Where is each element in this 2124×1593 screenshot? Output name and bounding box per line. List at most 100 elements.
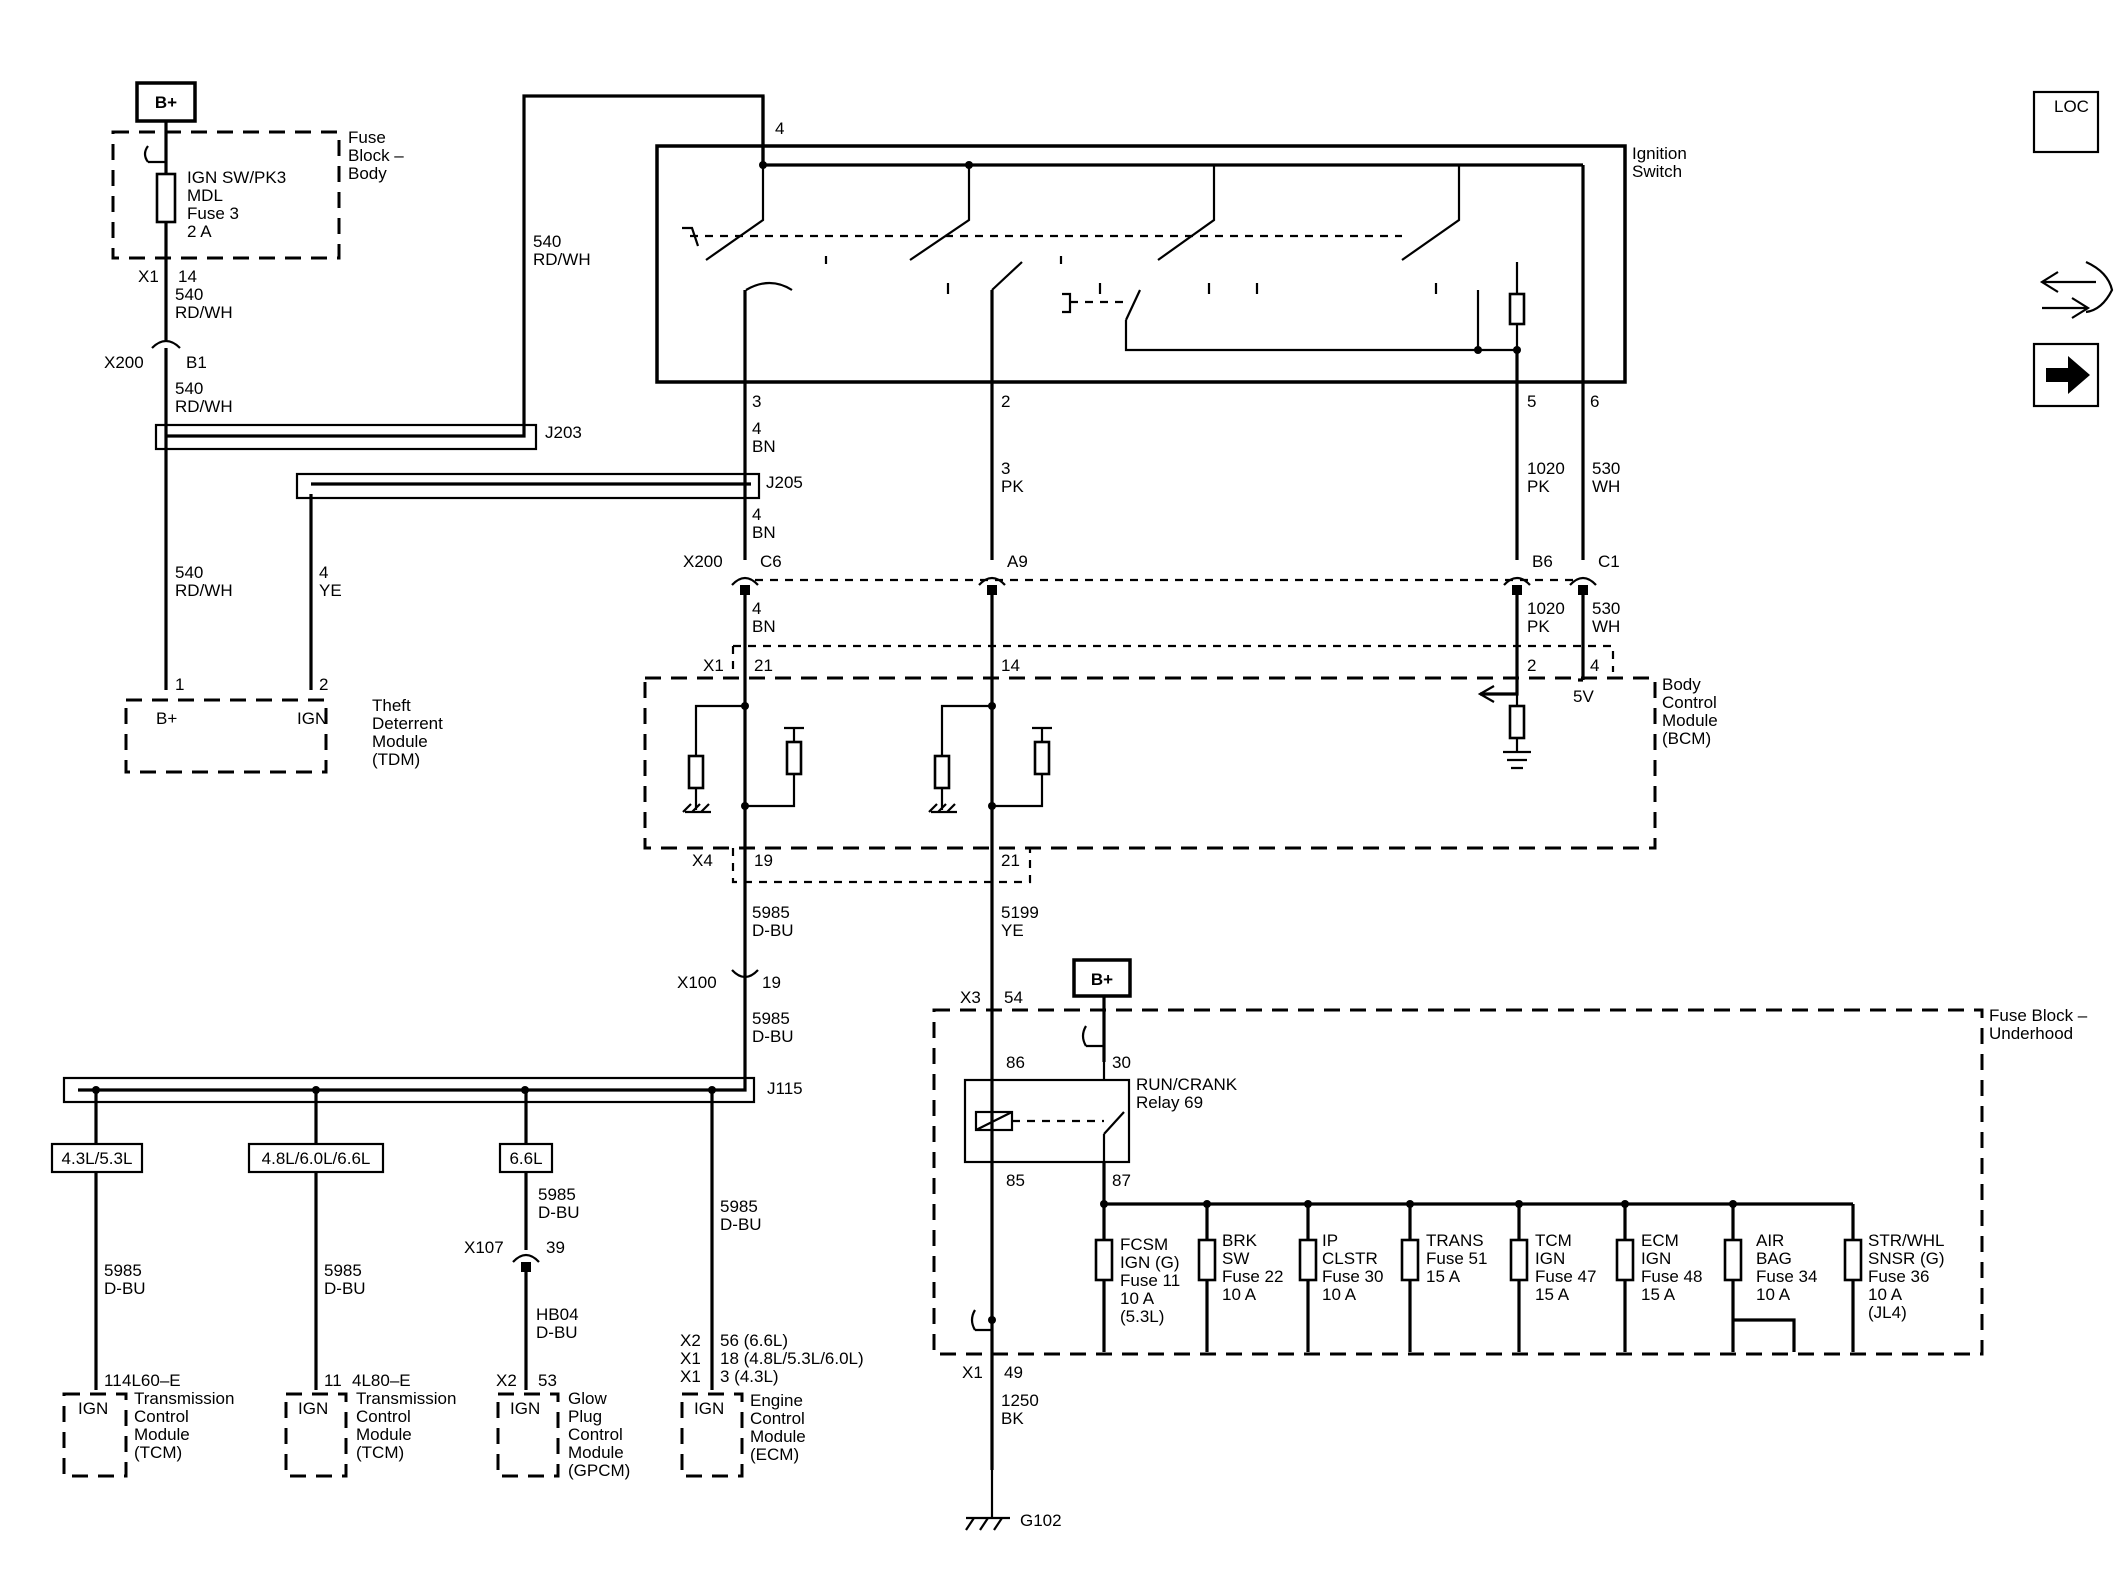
battery-underhood: B+ xyxy=(1072,958,1132,998)
svg-text:IP: IP xyxy=(1322,1231,1338,1250)
wire-5985-e-color: D-BU xyxy=(538,1203,580,1222)
svg-text:Underhood: Underhood xyxy=(1989,1024,2073,1043)
svg-text:15 A: 15 A xyxy=(1641,1285,1676,1304)
connector-x1-bcm-2: 2 xyxy=(1527,656,1536,675)
fuse-label-tcm-ign: TCM IGN Fuse 47 15 A xyxy=(1535,1231,1596,1304)
svg-text:Fuse 30: Fuse 30 xyxy=(1322,1267,1383,1286)
wire-5985-c-label: 5985 xyxy=(104,1261,142,1280)
svg-text:IGN: IGN xyxy=(1641,1249,1671,1268)
wire-hb04-color: D-BU xyxy=(536,1323,578,1342)
bcm-title: Body Control Module (BCM) xyxy=(1662,675,1718,748)
wire-1020-b-label: 1020 xyxy=(1527,599,1565,618)
svg-text:CLSTR: CLSTR xyxy=(1322,1249,1378,1268)
wire-4bn-a-label: 4 xyxy=(752,419,761,438)
connector-x200-c6: C6 xyxy=(760,552,782,571)
svg-text:15 A: 15 A xyxy=(1535,1285,1570,1304)
svg-text:Control: Control xyxy=(568,1425,623,1444)
svg-text:STR/WHL: STR/WHL xyxy=(1868,1231,1945,1250)
wire-530-b-color: WH xyxy=(1592,617,1620,636)
fuse-label-str-whl: STR/WHL SNSR (G) Fuse 36 10 A (JL4) xyxy=(1868,1231,1945,1322)
wire-3pk-color: PK xyxy=(1001,477,1024,496)
svg-text:(JL4): (JL4) xyxy=(1868,1303,1907,1322)
svg-text:Body: Body xyxy=(1662,675,1701,694)
wire-1250-color: BK xyxy=(1001,1409,1024,1428)
svg-text:4.8L/6.0L/6.6L: 4.8L/6.0L/6.6L xyxy=(262,1149,371,1168)
svg-text:IGN: IGN xyxy=(1535,1249,1565,1268)
connector-x3: X3 xyxy=(960,988,981,1007)
svg-text:SNSR (G): SNSR (G) xyxy=(1868,1249,1945,1268)
loc-icon[interactable]: LOC xyxy=(2032,90,2100,154)
fuse-label-fcsm: FCSM IGN (G) Fuse 11 10 A (5.3L) xyxy=(1120,1235,1180,1326)
svg-text:Theft: Theft xyxy=(372,696,411,715)
relay-pin-85: 85 xyxy=(1006,1171,1025,1190)
svg-text:B+: B+ xyxy=(1091,970,1113,989)
svg-text:Fuse: Fuse xyxy=(348,128,386,147)
svg-text:Fuse 47: Fuse 47 xyxy=(1535,1267,1596,1286)
connector-x200-c1: C1 xyxy=(1598,552,1620,571)
variant-box-3: 6.6L xyxy=(498,1142,554,1174)
svg-text:(BCM): (BCM) xyxy=(1662,729,1711,748)
wire-hb04-label: HB04 xyxy=(536,1305,579,1324)
wire-5985-b-color: D-BU xyxy=(752,1027,794,1046)
wire-540-a-label: 540 xyxy=(175,285,203,304)
svg-text:(TDM): (TDM) xyxy=(372,750,420,769)
wire-5985-a-color: D-BU xyxy=(752,921,794,940)
svg-text:X1: X1 xyxy=(680,1349,701,1368)
connector-x107: X107 xyxy=(464,1238,504,1257)
svg-text:B+: B+ xyxy=(155,93,177,112)
svg-text:RUN/CRANK: RUN/CRANK xyxy=(1136,1075,1238,1094)
module-gpcm: X2 53 IGN Glow Plug Control Module (GPCM… xyxy=(496,1371,630,1480)
svg-text:IGN (G): IGN (G) xyxy=(1120,1253,1180,1272)
svg-text:Block –: Block – xyxy=(348,146,404,165)
svg-text:TCM: TCM xyxy=(1535,1231,1572,1250)
battery-top-left: B+ xyxy=(135,81,197,123)
svg-text:10 A: 10 A xyxy=(1322,1285,1357,1304)
connector-x4: X4 xyxy=(692,851,713,870)
svg-text:Control: Control xyxy=(750,1409,805,1428)
wire-530-a-color: WH xyxy=(1592,477,1620,496)
bcm-outline xyxy=(643,676,1657,850)
svg-text:10 A: 10 A xyxy=(1868,1285,1903,1304)
wire-5985-c-color: D-BU xyxy=(104,1279,146,1298)
wire-540-c-color: RD/WH xyxy=(533,250,591,269)
svg-text:(TCM): (TCM) xyxy=(134,1443,182,1462)
wire-4bn-c-color: BN xyxy=(752,617,776,636)
svg-text:Control: Control xyxy=(134,1407,189,1426)
connector-x1-ground: X1 xyxy=(962,1363,983,1382)
wire-1020-b-color: PK xyxy=(1527,617,1550,636)
wire-4bn-c-label: 4 xyxy=(752,599,761,618)
fuse-label-air-bag: AIR BAG Fuse 34 10 A xyxy=(1756,1231,1817,1304)
svg-text:AIR: AIR xyxy=(1756,1231,1784,1250)
fuse-bus xyxy=(1094,1200,1863,1352)
ignition-pin-2: 2 xyxy=(1001,392,1010,411)
wire-5985-f-color: D-BU xyxy=(720,1215,762,1234)
svg-text:Plug: Plug xyxy=(568,1407,602,1426)
fuse-ign-sw xyxy=(155,172,177,224)
splice-j205 xyxy=(295,472,761,690)
next-arrow-icon[interactable] xyxy=(2032,342,2100,408)
svg-text:4L60–E: 4L60–E xyxy=(122,1371,181,1390)
module-ecm: X2 56 (6.6L) X1 18 (4.8L/5.3L/6.0L) X1 3… xyxy=(680,1331,864,1478)
ignition-switch-outline xyxy=(655,144,1627,384)
tools-icon[interactable] xyxy=(2039,260,2114,319)
svg-text:Module: Module xyxy=(750,1427,806,1446)
wire-5985-a-label: 5985 xyxy=(752,903,790,922)
wire-5985-e-label: 5985 xyxy=(538,1185,576,1204)
module-tcm-1: 11 IGN 4L60–E Transmission Control Modul… xyxy=(62,1371,234,1478)
svg-text:Switch: Switch xyxy=(1632,162,1682,181)
connector-x200-terminals xyxy=(731,576,1597,595)
tdm-ign: IGN xyxy=(297,709,327,728)
wire-5985-f-label: 5985 xyxy=(720,1197,758,1216)
connector-x100-19: 19 xyxy=(762,973,781,992)
splice-j115-label: J115 xyxy=(767,1079,803,1098)
svg-text:Module: Module xyxy=(134,1425,190,1444)
svg-text:X2: X2 xyxy=(680,1331,701,1350)
svg-text:11: 11 xyxy=(324,1371,342,1390)
wire-540-c-label: 540 xyxy=(533,232,561,251)
svg-text:(5.3L): (5.3L) xyxy=(1120,1307,1164,1326)
svg-text:Fuse 22: Fuse 22 xyxy=(1222,1267,1283,1286)
tdm-pin2: 2 xyxy=(319,675,328,694)
connector-x200-b1: B1 xyxy=(186,353,207,372)
fuse-ign-sw-label: IGN SW/PK3 MDL Fuse 3 2 A xyxy=(187,168,286,241)
wire-540-b-color: RD/WH xyxy=(175,397,233,416)
